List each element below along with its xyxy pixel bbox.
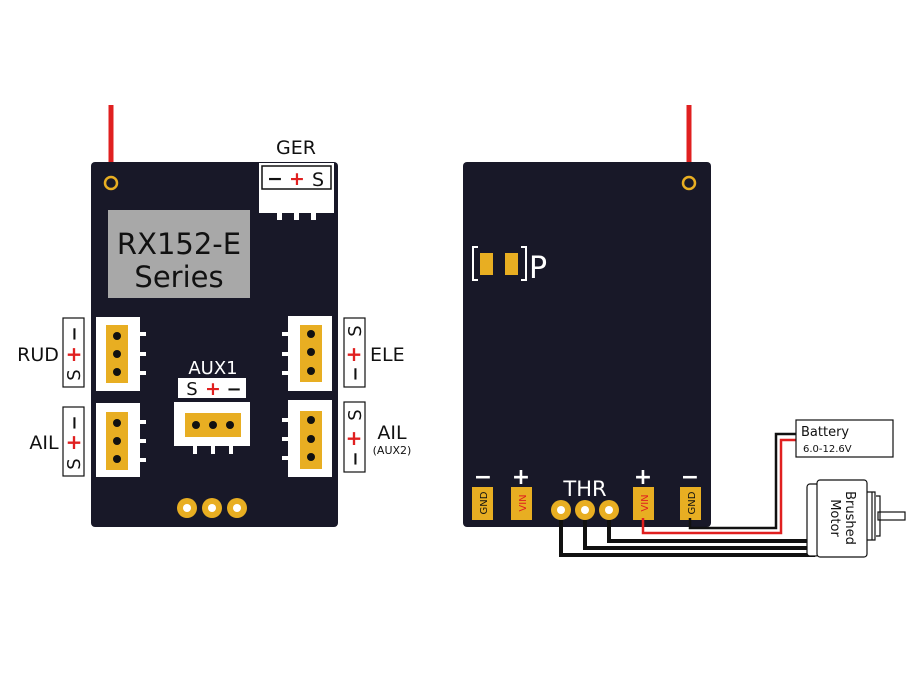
pin-minus: − — [226, 379, 241, 400]
rud-connector — [96, 317, 146, 391]
motor-label-line2: Motor — [827, 499, 842, 537]
model-series: Series — [134, 260, 223, 294]
pin-minus: − — [345, 366, 366, 381]
pin-signal: S — [345, 409, 366, 420]
plus-sign: + — [634, 465, 652, 490]
battery-label: Battery — [801, 425, 849, 440]
battery-positive-wire — [641, 438, 796, 535]
throttle-wire — [559, 512, 815, 557]
plus-sign: + — [512, 465, 530, 490]
gnd-pad-label: GND — [479, 491, 490, 514]
pin-plus: + — [289, 168, 305, 190]
vin-pad — [633, 487, 654, 520]
ail-aux2-label: AIL — [377, 422, 407, 444]
antenna-hole — [103, 175, 119, 191]
battery-negative-wire — [688, 432, 796, 530]
pin-signal: S — [312, 169, 324, 191]
throttle-wire — [607, 512, 812, 543]
pin-plus: + — [66, 342, 83, 366]
aux2-sublabel: (AUX2) — [373, 444, 412, 457]
vin-pad — [511, 487, 532, 520]
ail-connector — [96, 403, 146, 477]
ele-label: ELE — [370, 344, 405, 366]
ail-pin-box — [62, 406, 85, 477]
ail-label: AIL — [29, 432, 59, 454]
pin-signal: S — [64, 458, 85, 469]
minus-sign: − — [474, 465, 492, 490]
model-name: RX152-E — [117, 227, 241, 261]
aux1-pin-box — [178, 378, 246, 398]
battery-box — [795, 419, 894, 458]
pin-minus: − — [64, 415, 85, 430]
antenna-hole — [681, 175, 697, 191]
ger-pin-box — [261, 165, 332, 190]
pin-signal: S — [345, 325, 366, 336]
ger-label: GER — [276, 137, 316, 159]
thr-label: THR — [562, 477, 606, 501]
pcb — [463, 162, 711, 527]
rud-label: RUD — [17, 344, 59, 366]
brushed-motor: Brushed Motor — [806, 479, 906, 558]
pin-minus: − — [267, 168, 283, 190]
motor-label-line1: Brushed — [842, 491, 857, 545]
aux1-label: AUX1 — [188, 358, 237, 379]
gnd-pad — [472, 487, 493, 520]
pin-minus: − — [64, 326, 85, 341]
battery-voltage: 6.0-12.6V — [803, 444, 852, 455]
pin-signal: S — [186, 379, 197, 400]
left-receiver-board: RX152-E Series GER − + S − + S RUD − — [17, 105, 411, 527]
pin-plus: + — [66, 430, 83, 454]
minus-sign: − — [681, 465, 699, 490]
vin-pad-label: VIN — [640, 494, 651, 511]
gnd-pad — [680, 487, 701, 520]
right-receiver-board: P − + + − THR GND VIN VIN GND Battery — [463, 105, 906, 558]
bind-pads — [472, 246, 527, 281]
pin-plus: + — [346, 426, 363, 450]
solder-pads — [177, 498, 247, 518]
ele-pin-box — [343, 317, 366, 388]
wires — [559, 432, 815, 557]
gnd-pad-label: GND — [687, 491, 698, 514]
pin-signal: S — [64, 369, 85, 380]
pin-minus: − — [345, 451, 366, 466]
aux1-connector — [174, 402, 250, 454]
ail-aux2-pin-box — [343, 401, 366, 473]
model-label — [108, 210, 250, 298]
rud-pin-box — [62, 317, 85, 388]
pin-plus: + — [346, 342, 363, 366]
ele-connector — [282, 316, 332, 391]
throttle-wire — [583, 512, 812, 550]
bind-pad-label: P — [529, 251, 547, 286]
ail-aux2-connector — [282, 400, 332, 477]
pin-plus: + — [205, 378, 221, 400]
thr-holes — [551, 500, 619, 520]
vin-pad-label: VIN — [518, 494, 529, 511]
